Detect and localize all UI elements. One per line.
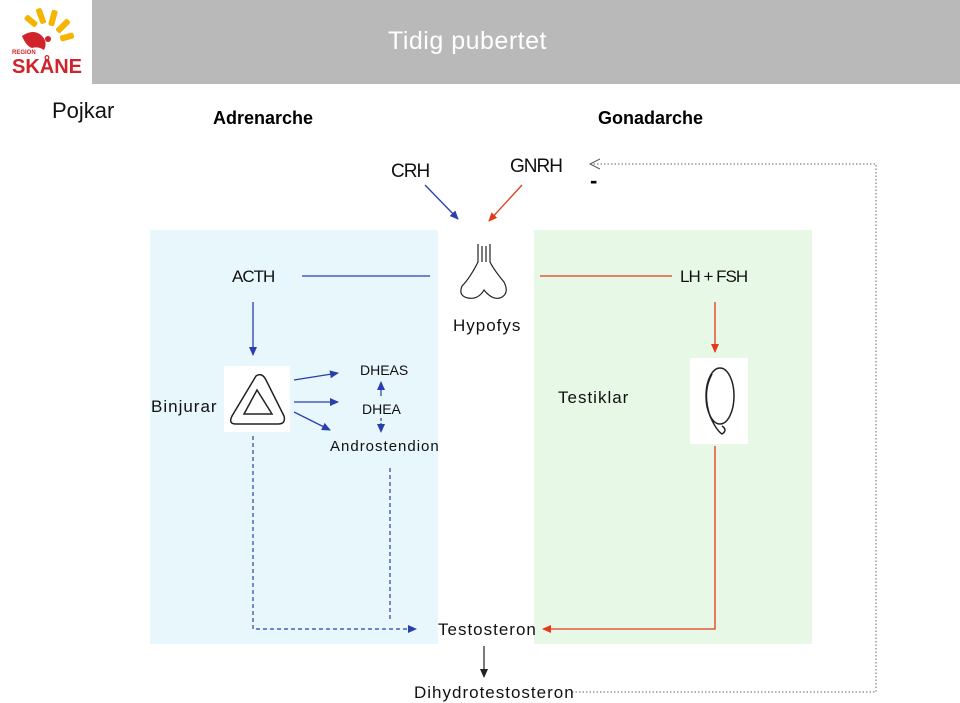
region-skane-logo-icon xyxy=(22,8,75,50)
gnrh-label: GNRH xyxy=(510,156,563,177)
gonadarche-heading: Gonadarche xyxy=(598,108,704,128)
crh-label: CRH xyxy=(391,161,430,182)
subject-label: Pojkar xyxy=(52,98,115,123)
adrenal-gland-icon xyxy=(224,366,290,432)
testosteron-label: Testosteron xyxy=(438,620,537,639)
testes-to-testosteron-path xyxy=(542,446,716,633)
hypofys-label: Hypofys xyxy=(453,316,522,335)
slide-header: Tidig pubertet REGION SKÅNE xyxy=(0,0,960,88)
slide-title: Tidig pubertet xyxy=(388,27,547,55)
dhea-label: DHEA xyxy=(362,401,401,417)
negative-feedback-path xyxy=(572,164,877,693)
androstendion-label: Androstendion xyxy=(330,438,440,455)
adrenarche-heading: Adrenarche xyxy=(213,108,314,128)
testiklar-label: Testiklar xyxy=(558,388,630,407)
feedback-sign: - xyxy=(590,168,598,193)
acth-label: ACTH xyxy=(232,267,275,286)
androstendion-arrow xyxy=(293,411,331,431)
testicle-icon xyxy=(690,358,748,444)
gnrh-arrow xyxy=(488,184,523,222)
adrenal-to-testosteron-path xyxy=(252,436,417,633)
logo-brand-text: SKÅNE xyxy=(12,56,83,78)
lh-fsh-label: LH + FSH xyxy=(680,267,748,286)
header-band xyxy=(92,0,960,84)
dihydrotestosteron-label: Dihydrotestosteron xyxy=(414,683,575,702)
gonadal-panel xyxy=(534,230,812,644)
binjurar-label: Binjurar xyxy=(151,397,218,416)
dheas-label: DHEAS xyxy=(360,362,409,378)
crh-arrow xyxy=(424,184,459,220)
pituitary-icon xyxy=(460,244,507,299)
dheas-arrow xyxy=(293,370,339,381)
logo-small-text: REGION xyxy=(12,50,36,56)
